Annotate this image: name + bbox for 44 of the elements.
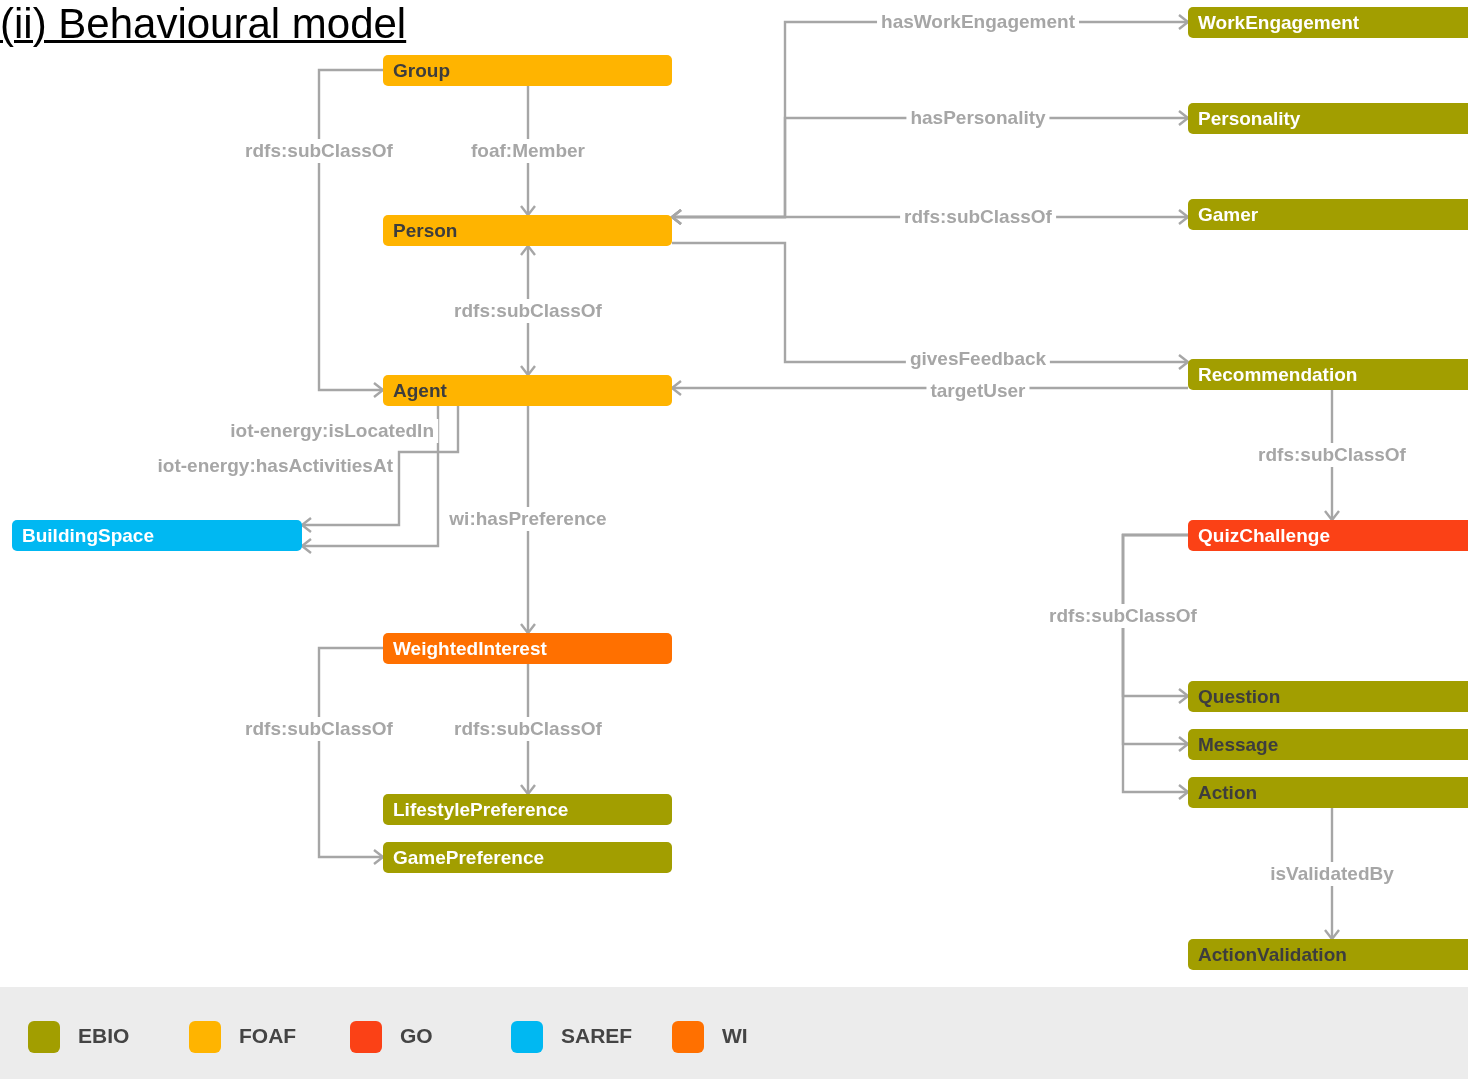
arrow (300, 406, 440, 555)
class-box (383, 55, 672, 86)
class-box (1188, 777, 1468, 808)
class-box (1188, 729, 1468, 760)
legend-label: EBIO (78, 1024, 130, 1048)
class-name: LifestylePreference (393, 798, 569, 821)
class-name: Personality (1198, 107, 1301, 130)
class-box (1188, 939, 1468, 970)
class-name: Agent (393, 379, 447, 402)
arrow (519, 406, 537, 635)
class-box (383, 375, 672, 406)
arrow (1121, 533, 1190, 801)
class-box (383, 794, 672, 825)
class-name: GamePreference (393, 846, 545, 869)
class-box (1188, 520, 1468, 551)
arrow (317, 68, 385, 399)
class-name: ActionValidation (1198, 943, 1347, 966)
class-name: Message (1198, 733, 1279, 756)
class-box (383, 215, 672, 246)
legend-label: GO (400, 1024, 433, 1048)
class-name: Action (1198, 781, 1258, 804)
arrow (300, 406, 460, 534)
legend-label: SAREF (561, 1024, 633, 1048)
legend-label: WI (722, 1024, 748, 1048)
class-name: Question (1198, 685, 1281, 708)
legend-label: FOAF (239, 1024, 297, 1048)
class-name: BuildingSpace (22, 524, 154, 547)
arrow (317, 646, 385, 866)
class-name: Person (393, 219, 458, 242)
class-name: Recommendation (1198, 363, 1358, 386)
class-box (1188, 103, 1468, 134)
class-name: Group (393, 59, 450, 82)
class-box (12, 520, 302, 551)
class-name: WeightedInterest (393, 637, 547, 660)
class-box (1188, 681, 1468, 712)
class-box (1188, 359, 1468, 390)
class-name: Gamer (1198, 203, 1259, 226)
class-box (383, 633, 672, 664)
class-name: WorkEngagement (1198, 11, 1360, 34)
class-box (1188, 199, 1468, 230)
class-box (1188, 7, 1468, 38)
class-box (383, 842, 672, 873)
class-name: QuizChallenge (1198, 524, 1330, 547)
diagram-title: (ii) Behavioural model (0, 0, 407, 48)
